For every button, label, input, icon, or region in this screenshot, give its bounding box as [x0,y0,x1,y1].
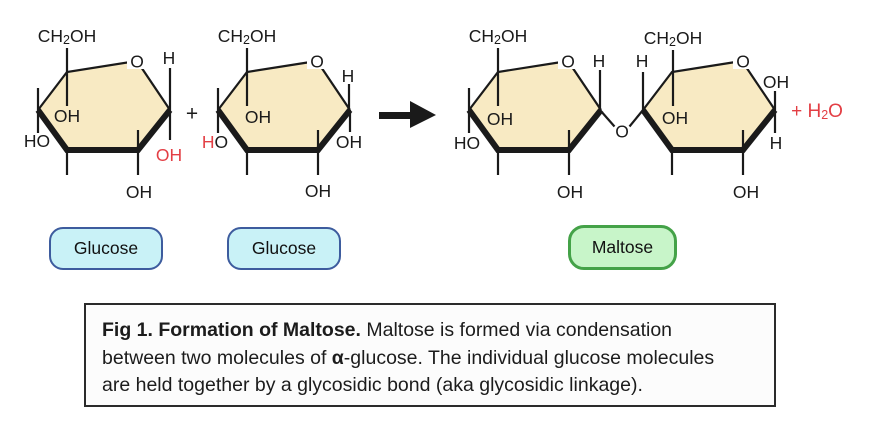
anomeric-h-label: H [342,66,355,86]
caption-alpha: α [331,346,344,369]
bottom-oh-label: OH [126,182,152,202]
ring-oxygen-label: O [736,52,750,72]
glucose-right-tag: Glucose [227,227,341,270]
maltose-right-ring: O CH2OH OH H OH H OH [636,28,789,202]
water-byproduct-label: + H2O [791,101,843,123]
ring-front-edge [215,108,353,153]
ring-back-edge [37,59,171,111]
ring-back-edge [642,59,776,111]
anomeric-oh-red-label: OH [156,145,182,165]
ring-oxygen-gap [127,52,147,69]
ch2oh-label: CH2OH [469,26,527,47]
arrow-head [410,101,436,128]
inner-oh-label: OH [487,109,513,129]
caption-line2-pre: between two molecules of [102,346,332,369]
caption-line2-post: -glucose. The individual glucose molecul… [343,346,715,369]
ho-label: HO [454,133,480,153]
ring-oxygen-gap [307,52,327,69]
plus-operator: + [186,103,198,126]
anomeric-oh-label: OH [336,132,362,152]
bond-line [599,109,616,128]
ring-body [469,61,601,150]
glucose-2-ring: O CH2OH OH HO H OH OH [202,26,362,201]
inner-oh-label: OH [245,107,271,127]
inner-oh-label: OH [54,106,80,126]
ring-oxygen-gap [558,52,578,69]
ho-label: HO [202,132,228,152]
ch2oh-label: CH2OH [218,26,276,47]
ring-body [218,61,350,150]
ring-oxygen-label: O [561,52,575,72]
caption-line1: Maltose is formed via condensation [360,319,673,341]
ring-oxygen-gap [733,52,753,69]
glucose-left-tag: Glucose [49,227,163,270]
anomeric-h-label: H [163,48,176,68]
glucose-right-tag-label: Glucose [251,238,317,258]
ring-body [38,61,170,150]
figure-caption: Fig 1. Formation of Maltose. Maltose is … [84,303,776,407]
ring-back-edge [217,59,351,111]
glucose-1-ring: O CH2OH OH HO H OH OH [24,26,182,202]
bond-line [628,109,644,128]
inner-oh-label: OH [662,108,688,128]
glycosidic-oxygen-label: O [615,122,629,142]
ch2oh-label: CH2OH [644,28,702,49]
ch2oh-label: CH2OH [38,26,96,47]
ring-front-edge [35,108,173,153]
reaction-diagram: O CH2OH OH HO H OH OH + O CH2OH [24,26,843,202]
bottom-oh-label: OH [557,182,583,202]
ring-oxygen-label: O [310,52,324,72]
ho-label: HO [24,131,50,151]
ring-oxygen-label: O [130,52,144,72]
ring-front-edge [466,108,604,153]
glucose-left-tag-label: Glucose [73,238,139,258]
caption-bold-title: Fig 1. Formation of Maltose. [102,319,361,341]
ring-back-edge [468,59,602,111]
maltose-tag-label: Maltose [591,237,654,257]
ring-body [643,61,775,150]
maltose-tag: Maltose [568,225,677,270]
arrow-shaft [379,112,412,119]
anomeric-h-label: H [593,51,606,71]
reaction-arrow [379,101,436,128]
ring-front-edge [640,108,778,153]
bottom-oh-label: OH [305,181,331,201]
right-h-label: H [770,133,783,153]
caption-line3: are held together by a glycosidic bond (… [102,374,643,396]
right-oh-label: OH [763,72,789,92]
bottom-oh-label: OH [733,182,759,202]
glycosidic-bond: O [599,109,644,142]
maltose-left-ring: O CH2OH OH HO H OH [454,26,605,202]
left-h-label: H [636,51,649,71]
